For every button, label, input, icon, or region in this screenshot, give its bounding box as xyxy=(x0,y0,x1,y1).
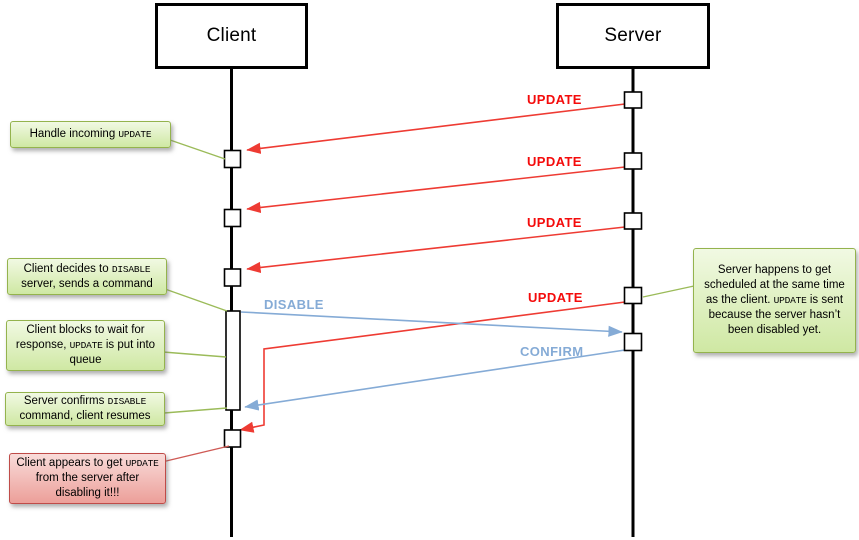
message-arrow-update-2 xyxy=(246,166,626,214)
participant-server: Server xyxy=(556,3,710,69)
connector-note-server-scheduled xyxy=(642,285,695,298)
message-label-update-3: UPDATE xyxy=(527,215,582,230)
connector-note-client-blocks xyxy=(162,351,227,358)
connector-note-handle-update xyxy=(169,139,226,160)
participant-client: Client xyxy=(155,3,308,69)
message-label-update-4: UPDATE xyxy=(528,290,583,305)
client-activation-blocked xyxy=(225,310,241,411)
client-activation-2 xyxy=(223,208,242,228)
server-activation-5 xyxy=(623,332,643,352)
client-activation-1 xyxy=(223,149,242,169)
server-activation-4 xyxy=(623,286,643,305)
connector-note-client-appears xyxy=(161,445,230,463)
note-handle-update: Handle incoming UPDATE xyxy=(10,121,171,148)
message-arrow-confirm xyxy=(244,349,626,411)
note-client-appears: Client appears to get UPDATE from the se… xyxy=(9,453,166,504)
message-label-confirm: CONFIRM xyxy=(520,344,584,359)
server-activation-3 xyxy=(623,212,643,230)
message-label-disable: DISABLE xyxy=(264,297,324,312)
message-arrow-update-4-queued xyxy=(239,301,626,433)
note-server-scheduled: Server happens to get scheduled at the s… xyxy=(693,248,856,353)
message-label-update-1: UPDATE xyxy=(527,92,582,107)
participant-server-label: Server xyxy=(604,25,662,46)
client-activation-3 xyxy=(223,268,242,287)
server-activation-1 xyxy=(623,91,643,109)
note-server-confirms: Server confirms DISABLE command, client … xyxy=(5,392,165,426)
client-activation-4 xyxy=(223,429,242,448)
message-arrow-disable xyxy=(240,311,623,337)
message-arrow-update-1 xyxy=(246,103,626,154)
note-client-decides: Client decides to DISABLE server, sends … xyxy=(7,258,167,295)
note-client-blocks: Client blocks to wait for response, UPDA… xyxy=(6,320,165,371)
server-activation-2 xyxy=(623,152,643,170)
participant-client-label: Client xyxy=(206,25,257,46)
connector-note-client-decides xyxy=(164,288,228,312)
message-arrow-update-3 xyxy=(246,226,626,274)
connector-note-server-confirms xyxy=(163,407,228,414)
message-label-update-2: UPDATE xyxy=(527,154,582,169)
